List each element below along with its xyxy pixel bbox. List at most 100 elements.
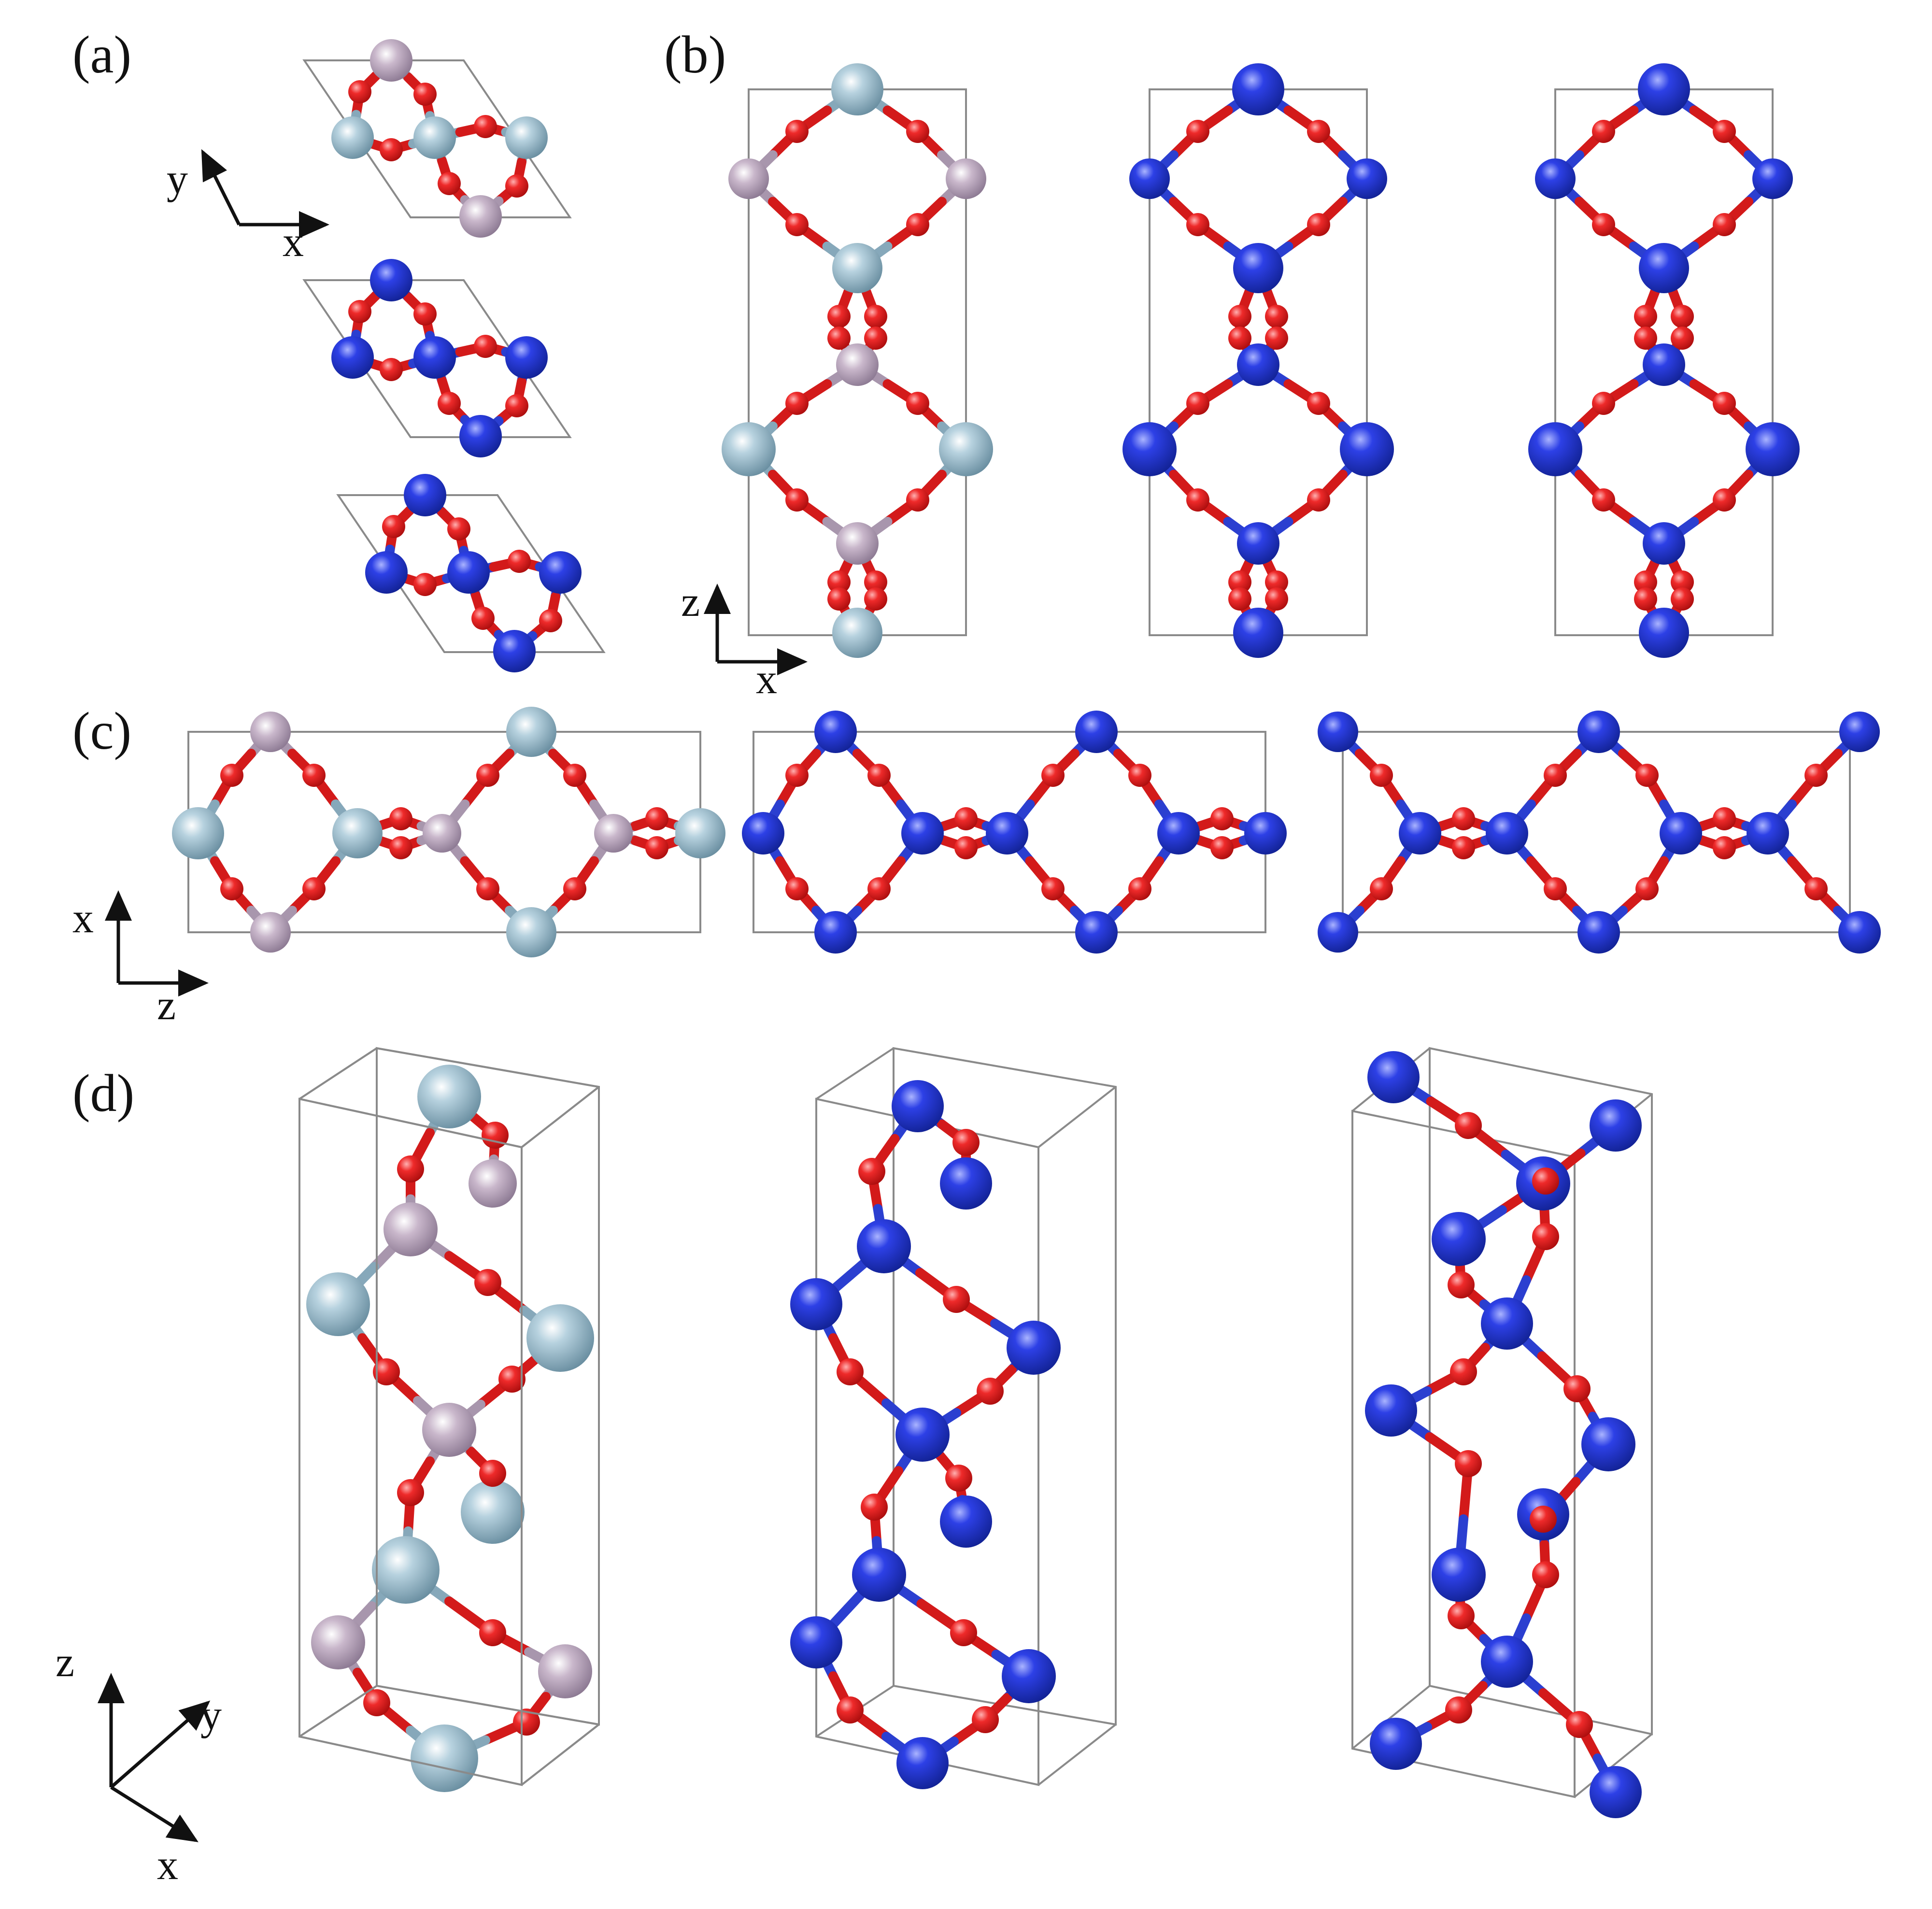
panel-label-b: (b) — [664, 25, 726, 84]
blue-metal-atom — [404, 474, 446, 516]
oxygen-atom — [837, 1696, 864, 1724]
oxygen-atom — [474, 335, 497, 358]
blue-metal-atom — [1643, 522, 1685, 565]
blue-metal-atom — [1590, 1766, 1642, 1818]
blue-metal-atom — [940, 1496, 992, 1548]
unit-cell-outline — [521, 1724, 600, 1786]
oxygen-atom — [1265, 570, 1288, 594]
oxygen-atom — [1635, 764, 1659, 787]
axis-label-c-x: x — [72, 895, 94, 942]
oxygen-atom — [1671, 305, 1694, 328]
blue-metal-atom — [1747, 812, 1789, 855]
structure-c-1 — [172, 707, 725, 957]
blue-metal-atom — [1340, 422, 1394, 476]
oxygen-atom — [220, 764, 243, 787]
oxygen-atom — [864, 305, 887, 328]
oxygen-atom — [1592, 120, 1615, 143]
blue-metal-atom — [940, 1157, 992, 1210]
mauve-metal-atom — [250, 912, 291, 953]
oxygen-atom — [954, 836, 978, 859]
blue-metal-atom — [895, 1408, 950, 1462]
blue-metal-atom — [1365, 1384, 1417, 1437]
oxygen-atom — [1634, 327, 1657, 350]
blue-metal-atom — [1367, 1051, 1420, 1103]
oxygen-atom — [1228, 587, 1251, 611]
blue-metal-atom — [814, 711, 857, 753]
oxygen-atom — [471, 607, 495, 630]
teal-metal-atom — [526, 1304, 594, 1372]
blue-metal-atom — [1660, 812, 1702, 855]
oxygen-atom — [482, 1122, 509, 1149]
teal-metal-atom — [675, 808, 725, 858]
oxygen-atom — [563, 877, 586, 900]
oxygen-atom — [1228, 305, 1251, 328]
mauve-metal-atom — [469, 1159, 517, 1208]
oxygen-atom — [380, 138, 403, 161]
oxygen-atom — [476, 877, 499, 900]
oxygen-atom — [1265, 587, 1288, 611]
oxygen-atom — [864, 570, 887, 594]
axis-label-a-y: y — [167, 156, 188, 203]
oxygen-atom — [505, 174, 528, 198]
oxygen-atom — [438, 392, 461, 415]
teal-metal-atom — [722, 422, 776, 476]
oxygen-atom — [1186, 392, 1209, 415]
unit-cell-outline — [1351, 1685, 1431, 1750]
panel-label-a: (a) — [72, 25, 131, 84]
oxygen-atom — [220, 877, 243, 900]
oxygen-atom — [1713, 836, 1736, 859]
oxygen-atom — [785, 392, 809, 415]
oxygen-atom — [1804, 764, 1828, 787]
blue-metal-atom — [1528, 422, 1582, 476]
structure-c-2 — [742, 711, 1287, 954]
oxygen-atom — [906, 120, 929, 143]
teal-metal-atom — [506, 707, 556, 757]
blue-metal-atom — [814, 911, 857, 954]
axis-label-a-x: x — [283, 219, 304, 266]
blue-metal-atom — [1752, 158, 1793, 199]
oxygen-atom — [1566, 1711, 1593, 1738]
structure-d-2 — [790, 1047, 1117, 1789]
blue-metal-atom — [447, 551, 490, 594]
unit-cell-outline — [1037, 1724, 1117, 1786]
teal-metal-atom — [831, 63, 883, 115]
oxygen-atom — [1265, 305, 1288, 328]
oxygen-atom — [413, 302, 437, 326]
teal-metal-atom — [411, 1724, 478, 1792]
blue-metal-atom — [1347, 158, 1387, 199]
oxygen-atom — [1713, 488, 1736, 512]
oxygen-atom — [1265, 327, 1288, 350]
blue-metal-atom — [1244, 812, 1287, 855]
oxygen-atom — [498, 1366, 526, 1393]
oxygen-atom — [1186, 120, 1209, 143]
oxygen-atom — [479, 1460, 506, 1487]
mauve-metal-atom — [370, 39, 412, 82]
mauve-metal-atom — [538, 1644, 592, 1698]
unit-cell-outline — [893, 1047, 1117, 1726]
oxygen-atom — [906, 392, 929, 415]
blue-metal-atom — [852, 1548, 906, 1602]
oxygen-atom — [397, 1155, 424, 1182]
oxygen-atom — [1544, 764, 1567, 787]
oxygen-atom — [1671, 327, 1694, 350]
teal-metal-atom — [939, 422, 993, 476]
blue-metal-atom — [790, 1278, 842, 1330]
mauve-metal-atom — [311, 1615, 365, 1669]
oxygen-atom — [513, 1709, 540, 1736]
oxygen-atom — [380, 358, 403, 381]
mauve-metal-atom — [459, 195, 502, 238]
mauve-metal-atom — [836, 522, 879, 565]
blue-metal-atom — [1590, 1099, 1642, 1152]
unit-cell-outline — [1574, 1733, 1653, 1798]
blue-metal-atom — [1122, 422, 1177, 476]
blue-metal-atom — [505, 336, 548, 379]
oxygen-atom — [413, 573, 437, 596]
unit-cell-outline — [815, 1047, 895, 1100]
oxygen-atom — [447, 517, 470, 541]
blue-metal-atom — [1432, 1548, 1486, 1602]
axis-label-d-y: y — [200, 1692, 222, 1739]
oxygen-atom — [827, 570, 851, 594]
oxygen-atom — [1186, 488, 1209, 512]
oxygen-atom — [1532, 1561, 1559, 1588]
structure-b-2 — [1122, 63, 1394, 658]
